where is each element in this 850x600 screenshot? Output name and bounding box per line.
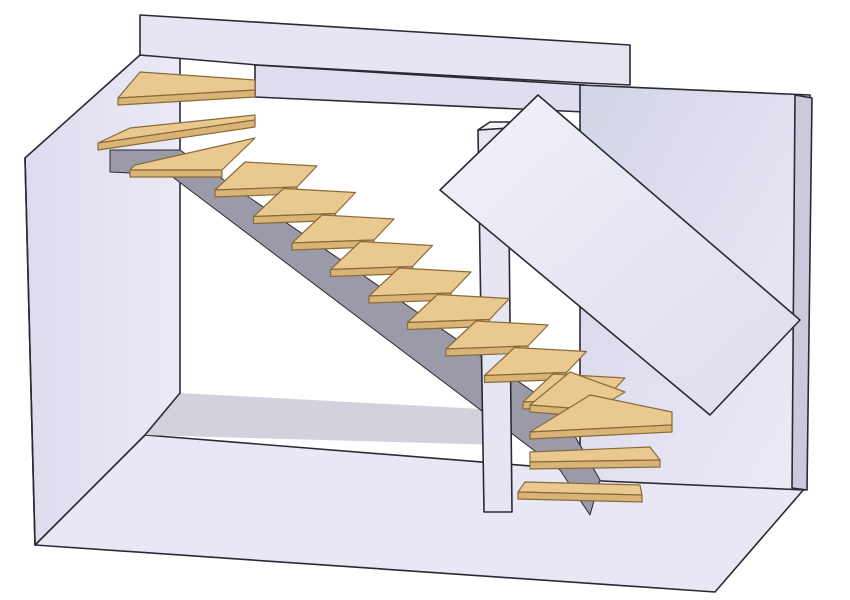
winder-tread-nosing: [97, 119, 256, 151]
winder-tread-nosing: [529, 424, 673, 440]
winder-tread-nosing: [117, 89, 256, 106]
floor-shadow: [145, 393, 500, 445]
winder-tread-nosing: [129, 169, 223, 178]
winder-tread-nosing: [529, 459, 661, 470]
bottom-tread-nosing: [517, 491, 643, 503]
back-wall-top: [139, 14, 631, 86]
stair-tread: [214, 161, 318, 191]
right-wall-edge: [791, 94, 813, 491]
inclined-ceiling-slab: [439, 94, 801, 416]
left-wall-edge: [24, 157, 36, 546]
